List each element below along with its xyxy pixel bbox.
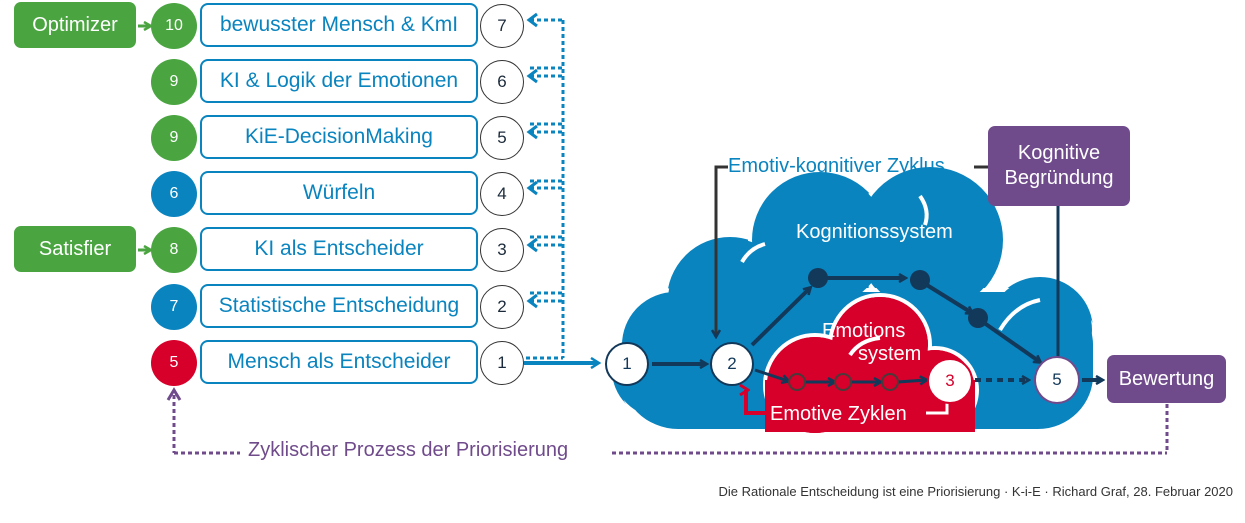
score-badge: 9 <box>151 115 197 161</box>
cognitive-reasoning-box: Kognitive Begründung <box>988 126 1130 206</box>
step-1: 1 <box>605 342 649 386</box>
category-optimizer: Optimizer <box>14 2 136 48</box>
emotive-cycles-label: Emotive Zyklen <box>770 403 907 425</box>
score-badge: 9 <box>151 59 197 105</box>
step-2: 2 <box>710 342 754 386</box>
rank-badge: 5 <box>480 116 524 160</box>
option-label[interactable]: KiE-DecisionMaking <box>200 115 478 159</box>
rank-badge: 2 <box>480 285 524 329</box>
emotion-system-label-2: system <box>858 343 922 365</box>
cognitive-path <box>652 278 1102 380</box>
evaluation-box: Bewertung <box>1107 355 1226 403</box>
rank-badge: 7 <box>480 4 524 48</box>
cycle-label: Emotiv-kognitiver Zyklus <box>728 155 945 177</box>
rank-badge: 6 <box>480 60 524 104</box>
score-badge: 5 <box>151 340 197 386</box>
priority-loop <box>172 395 1169 455</box>
rank-badge: 3 <box>480 228 524 272</box>
option-label[interactable]: KI als Entscheider <box>200 227 478 271</box>
option-label[interactable]: bewusster Mensch & KmI <box>200 3 478 47</box>
rank-badge: 4 <box>480 172 524 216</box>
reasoning-label-2: Begründung <box>1004 167 1114 189</box>
option-label[interactable]: Statistische Entscheidung <box>200 284 478 328</box>
category-label: Optimizer <box>32 13 118 36</box>
footer-caption: Die Rationale Entscheidung ist eine Prio… <box>718 484 1233 499</box>
category-satisfier: Satisfier <box>14 226 136 272</box>
step-5: 5 <box>1034 356 1080 404</box>
score-badge: 8 <box>151 227 197 273</box>
reasoning-label-1: Kognitive <box>1017 142 1101 164</box>
score-badge: 7 <box>151 284 197 330</box>
emotive-node <box>834 373 852 391</box>
score-badge: 6 <box>151 171 197 217</box>
cognitive-node <box>968 308 988 328</box>
rank-badge: 1 <box>480 341 524 385</box>
feedback-bus <box>526 18 565 360</box>
cognition-system-label: Kognitionssystem <box>796 221 953 243</box>
cognitive-node <box>808 268 828 288</box>
step-3: 3 <box>927 358 973 404</box>
emotion-system-label-1: Emotions <box>822 320 906 342</box>
option-label[interactable]: Mensch als Entscheider <box>200 340 478 384</box>
option-label[interactable]: KI & Logik der Emotionen <box>200 59 478 103</box>
loop-label: Zyklischer Prozess der Priorisierung <box>248 439 569 461</box>
score-badge: 10 <box>151 3 197 49</box>
emotive-node <box>881 373 899 391</box>
cognitive-node <box>910 270 930 290</box>
option-label[interactable]: Würfeln <box>200 171 478 215</box>
category-label: Satisfier <box>38 237 112 260</box>
evaluation-label: Bewertung <box>1118 367 1215 390</box>
emotive-node <box>788 373 806 391</box>
